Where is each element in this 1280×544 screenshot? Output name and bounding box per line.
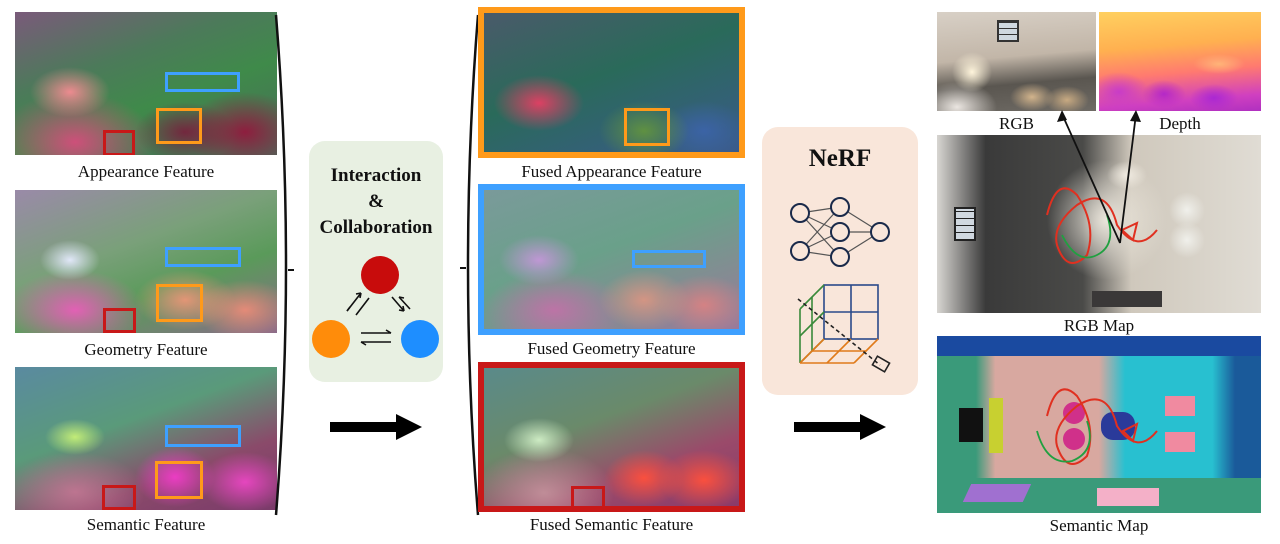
trajectory-graphic bbox=[1046, 187, 1158, 264]
appearance-feature-image bbox=[15, 12, 277, 155]
appearance-node-circle bbox=[312, 320, 350, 358]
semantic-map-caption: Semantic Map bbox=[1049, 516, 1149, 535]
semantic-map-magenta-stool-1 bbox=[1063, 402, 1085, 424]
semantic-feature-caption: Semantic Feature bbox=[86, 515, 206, 534]
rgb-map-image bbox=[937, 135, 1261, 313]
fused-geometry-caption: Fused Geometry Feature bbox=[527, 339, 696, 358]
semantic-map-magenta-stool-2 bbox=[1063, 428, 1085, 450]
rgb-render-image bbox=[937, 12, 1096, 111]
appearance-feature-caption: Appearance Feature bbox=[77, 162, 215, 181]
neural-network-icon bbox=[790, 197, 890, 267]
semantic-map-yellow-shelf bbox=[989, 398, 1003, 453]
fused-semantic-caption: Fused Semantic Feature bbox=[529, 515, 694, 534]
fused-geometry-feature-image bbox=[478, 184, 745, 335]
rgb-depth-pointer-lines bbox=[1057, 110, 1141, 244]
rgb-map-window-graphic bbox=[954, 207, 976, 241]
semantic-map-chairs bbox=[1165, 396, 1195, 416]
geometry-feature-image bbox=[15, 190, 277, 333]
semantic-trajectory-graphic bbox=[1036, 388, 1158, 465]
interaction-title-line2: & bbox=[368, 191, 384, 212]
interaction-triangle-diagram bbox=[312, 256, 439, 358]
interaction-collaboration-panel: Interaction & Collaboration bbox=[309, 141, 443, 382]
voxel-grid-icon bbox=[797, 284, 891, 373]
left-bracket-graphic bbox=[274, 14, 294, 516]
depth-render-image bbox=[1099, 12, 1261, 111]
semantic-map-top-strip bbox=[937, 336, 1261, 356]
semantic-feature-image bbox=[15, 367, 277, 510]
nerf-panel: NeRF bbox=[762, 127, 918, 395]
fused-appearance-feature-image bbox=[478, 7, 745, 158]
interaction-output-arrow bbox=[330, 414, 422, 440]
geometry-node-circle bbox=[401, 320, 439, 358]
fused-appearance-caption: Fused Appearance Feature bbox=[521, 162, 702, 181]
depth-caption: Depth bbox=[1159, 114, 1201, 133]
semantic-map-pink-rug bbox=[1097, 488, 1159, 506]
rgb-caption: RGB bbox=[999, 114, 1034, 133]
semantic-map-image bbox=[937, 336, 1261, 513]
semantic-map-black-object bbox=[959, 408, 983, 442]
geometry-feature-caption: Geometry Feature bbox=[84, 340, 208, 359]
rgb-window-graphic bbox=[997, 20, 1019, 42]
fused-semantic-feature-image bbox=[478, 362, 745, 512]
rgb-map-caption: RGB Map bbox=[1063, 316, 1135, 335]
middle-bracket-graphic bbox=[460, 14, 480, 516]
interaction-title-line1: Interaction bbox=[330, 165, 422, 186]
nerf-output-arrow bbox=[794, 414, 886, 440]
interaction-title-line3: Collaboration bbox=[319, 217, 433, 238]
nerf-title: NeRF bbox=[808, 145, 872, 172]
rgb-map-rug-graphic bbox=[1092, 291, 1162, 307]
semantic-node-circle bbox=[361, 256, 399, 294]
semantic-map-chairs-2 bbox=[1165, 432, 1195, 452]
